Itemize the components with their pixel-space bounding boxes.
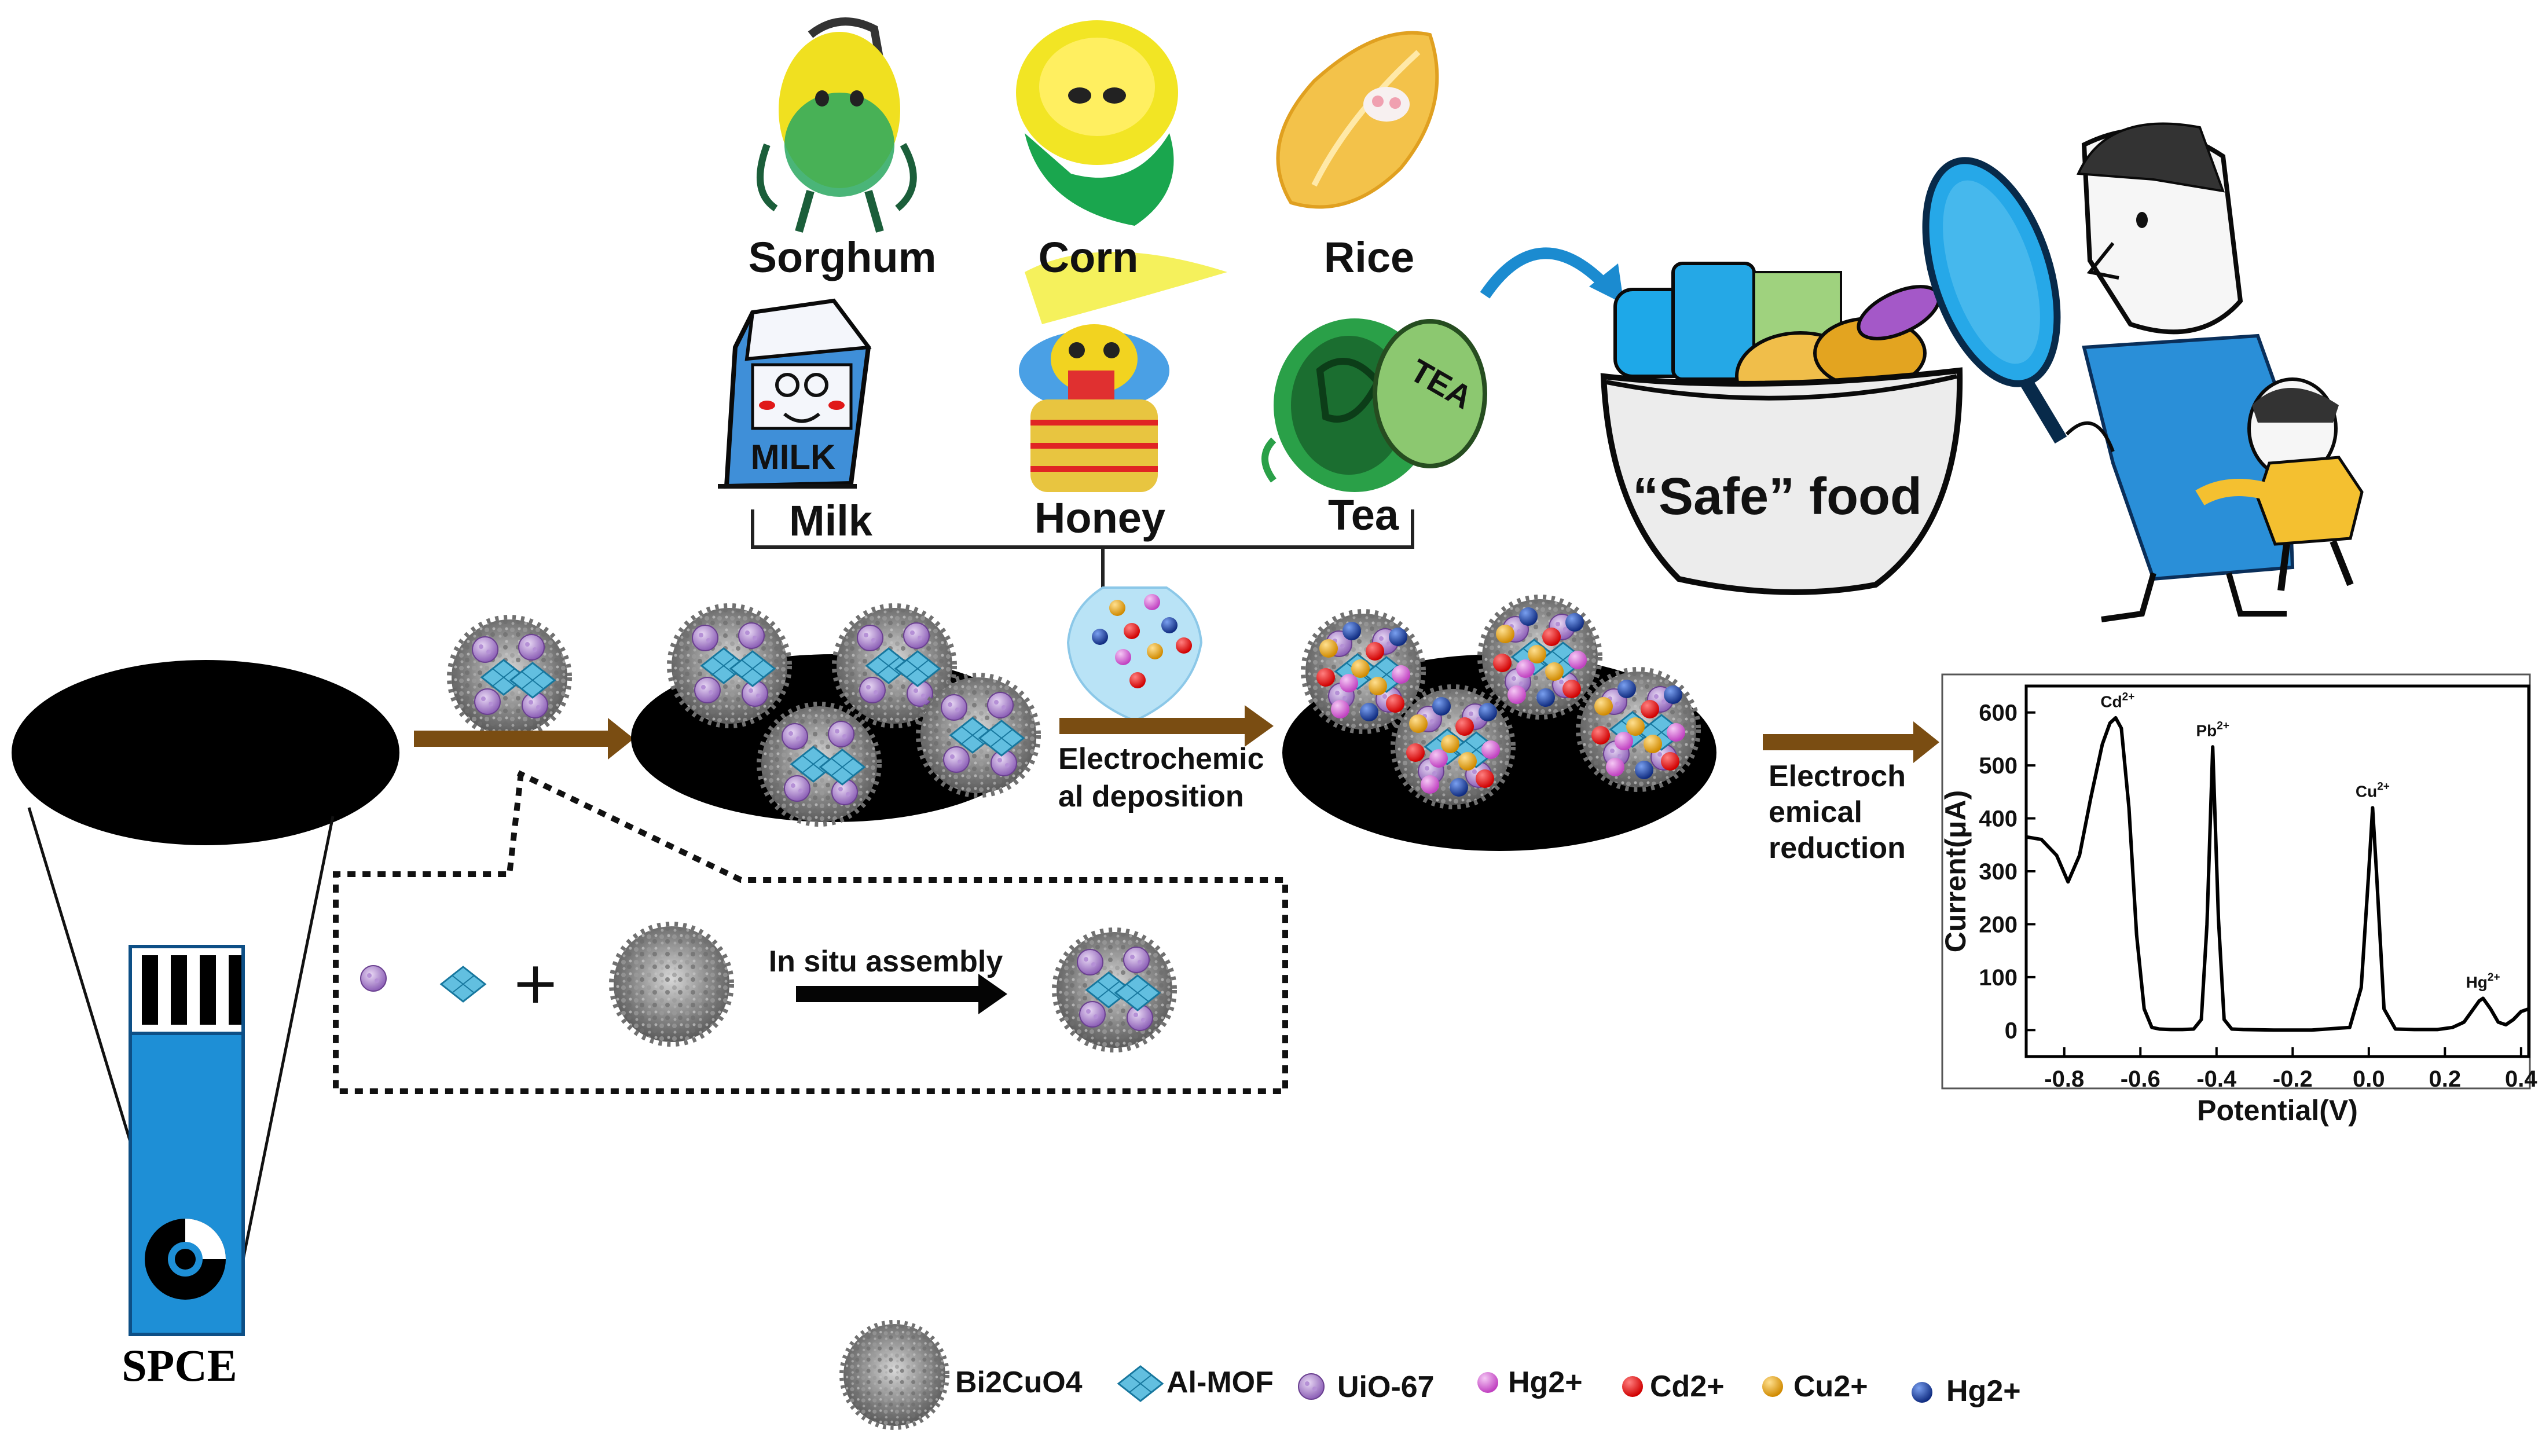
label-honey: Honey [1035, 494, 1165, 542]
legend-uio67-icon [1298, 1373, 1325, 1400]
safe-food-label: “Safe” food [1633, 468, 1922, 526]
deposition-label-line1: Electrochemic [1058, 742, 1264, 776]
chart-x-tick-label: 0.4 [2505, 1066, 2537, 1092]
chart-y-tick-label: 400 [1979, 806, 2018, 832]
ion-droplet-icon [1066, 586, 1203, 723]
reduction-label-line3: reduction [1769, 831, 1906, 865]
legend-cu2-label: Cu2+ [1793, 1370, 1868, 1403]
chart-x-tick-label: -0.6 [2121, 1066, 2160, 1092]
assembly-inset-border [333, 770, 1288, 1094]
chart-y-tick-label: 500 [1979, 753, 2018, 779]
label-sorghum: Sorghum [749, 233, 937, 281]
label-milk: Milk [789, 497, 873, 545]
legend-bi2cuo4-icon [841, 1322, 947, 1428]
chart-y-axis-label: Current(μA) [1939, 790, 1972, 953]
arrow-2 [1059, 705, 1274, 747]
composite-on-electrode-4 [918, 675, 1039, 795]
reduction-label-line1: Electroch [1769, 760, 1906, 793]
chart-y-tick-label: 0 [2005, 1018, 2018, 1043]
inset-plus: + [511, 949, 560, 1017]
milk-carton-text: MILK [751, 438, 836, 476]
rice-icon [1276, 31, 1439, 209]
legend-cd2-icon [1622, 1376, 1643, 1397]
electrode-disk [12, 660, 399, 845]
chart-x-tick-label: -0.2 [2273, 1066, 2313, 1092]
voltammogram-chart: -0.8 -0.6 -0.4 -0.2 0.0 0.2 0.4 0 100 200 300 400 5… [1939, 673, 2537, 1127]
inset-composite [1054, 930, 1175, 1050]
chart-x-tick-label: -0.4 [2196, 1066, 2237, 1092]
in-situ-assembly-label: In situ assembly [769, 945, 1003, 978]
curved-arrow [1480, 247, 1614, 299]
legend-hg2-a-icon [1477, 1372, 1498, 1393]
chart-y-tick-label: 200 [1979, 912, 2018, 937]
inset-al-mof [440, 966, 486, 1003]
legend-uio67-label: UiO-67 [1337, 1370, 1435, 1404]
child-icon [2195, 377, 2364, 591]
legend-cu2-icon [1762, 1376, 1783, 1397]
legend-hg2-a-label: Hg2+ [1508, 1366, 1583, 1399]
chart-y-tick-label: 600 [1979, 701, 2018, 726]
inset-bi2cuo4 [611, 924, 732, 1044]
sorghum-icon [757, 17, 917, 233]
chart-y-tick-label: 100 [1979, 965, 2018, 991]
legend-bi2cuo4-label: Bi2CuO4 [955, 1366, 1083, 1399]
label-tea: Tea [1328, 491, 1399, 539]
sample-bracket [751, 509, 1414, 588]
food-bowl-icon [1600, 262, 1963, 595]
assembly-arrow [796, 974, 1007, 1014]
honey-jar-icon [1019, 252, 1227, 492]
corn-icon [1016, 20, 1178, 226]
label-corn: Corn [1039, 233, 1139, 281]
legend-al-mof-icon [1117, 1365, 1164, 1402]
chart-series-line [2026, 716, 2529, 1032]
spce-label: SPCE [122, 1340, 237, 1391]
legend-al-mof-label: Al-MOF [1167, 1366, 1274, 1399]
milk-carton-icon: MILK [718, 298, 872, 489]
legend-hg2-b-icon [1912, 1382, 1932, 1403]
legend-cd2-label: Cd2+ [1650, 1370, 1725, 1403]
spce-electrode-icon [129, 945, 245, 1336]
curved-arrow-head [1589, 263, 1624, 304]
tea-can-icon: TEA [1261, 318, 1487, 492]
label-rice: Rice [1324, 233, 1414, 281]
composite-particle [449, 617, 570, 738]
arrow-3 [1763, 721, 1939, 763]
chart-y-tick-label: 300 [1979, 859, 2018, 885]
legend-hg2-b-label: Hg2+ [1946, 1374, 2021, 1408]
chart-x-tick-label: 0.2 [2429, 1066, 2462, 1092]
arrow-1 [414, 718, 634, 760]
chart-x-tick-label: 0.0 [2353, 1066, 2385, 1092]
legend: Bi2CuO4 Al-MOF UiO-67 Hg2+ Cd2+ Cu2+ Hg2… [841, 1322, 2021, 1428]
inspector-person-icon [1922, 122, 2295, 622]
inset-uio67 [360, 965, 387, 992]
chart-x-axis-label: Potential(V) [2197, 1094, 2358, 1127]
deposition-label-line2: al deposition [1058, 780, 1244, 813]
chart-x-tick-label: -0.8 [2044, 1066, 2084, 1092]
reduction-label-line2: emical [1769, 795, 1862, 829]
chart-frame [1941, 673, 2531, 1090]
